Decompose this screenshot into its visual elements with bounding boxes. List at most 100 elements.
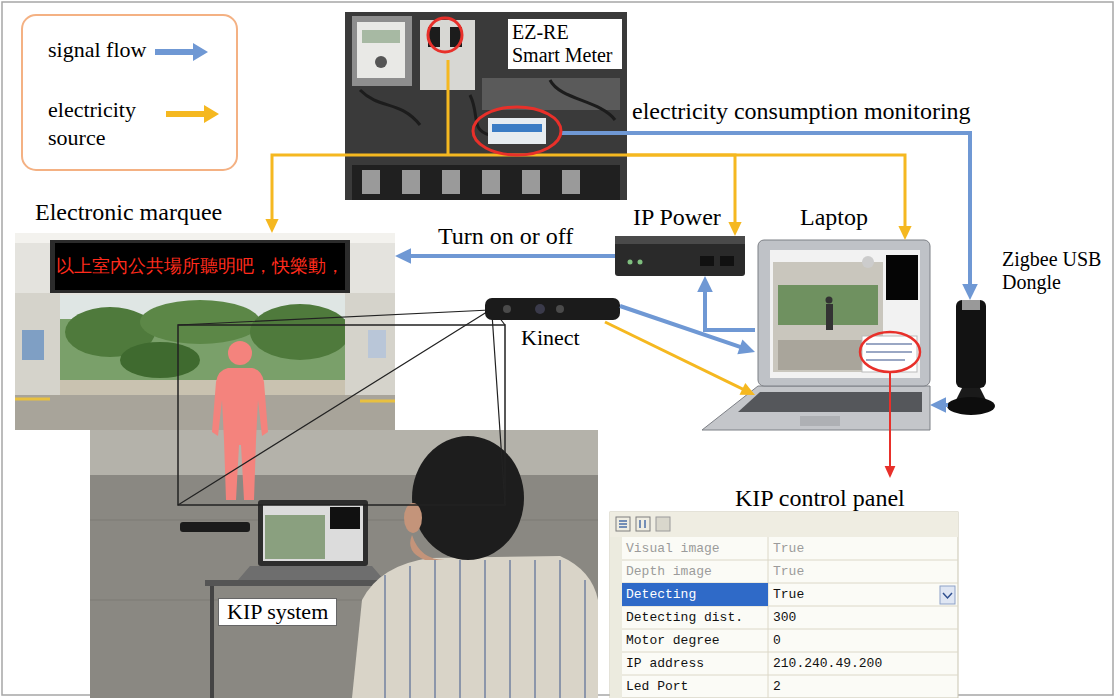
- property-value: True: [769, 537, 945, 560]
- kip-system-photo-art: [352, 556, 598, 698]
- device-heading: Electronic marquee: [35, 198, 222, 227]
- arrow-head: [395, 248, 411, 264]
- arrow-head: [885, 466, 896, 478]
- legend-box: [22, 15, 237, 170]
- connector: [605, 322, 755, 395]
- property-grid: [636, 517, 650, 531]
- smart-meter-photo-art: [473, 107, 561, 155]
- smart-meter-photo-art: [352, 165, 620, 200]
- connector: [627, 155, 742, 236]
- panel-heading: KIP control panel: [735, 484, 905, 513]
- kip-system-photo-art: [238, 566, 384, 580]
- property-name: Motor degree: [622, 629, 768, 652]
- smart-meter-photo-art: [522, 170, 540, 194]
- kip-system-photo-art: [90, 430, 598, 698]
- smart-meter-photo-art: [362, 170, 380, 194]
- device-heading: Zigbee USB Dongle: [1002, 248, 1108, 294]
- ip-power-art: [615, 236, 745, 244]
- property-grid: [656, 517, 670, 531]
- kinect-sensor: Kinect: [485, 298, 620, 322]
- arrow-head: [962, 284, 978, 300]
- property-value: 2: [769, 675, 945, 698]
- kip-system-photo-art: [412, 436, 524, 560]
- connector-line: [272, 155, 345, 220]
- property-value: True: [769, 583, 945, 606]
- kip-system-photo: KIP system: [90, 430, 598, 698]
- connector: [627, 133, 978, 300]
- laptop-art: [800, 416, 840, 426]
- person-silhouette: [228, 341, 252, 365]
- connector-line: [889, 430, 891, 467]
- legend-text: electricity source: [48, 96, 158, 151]
- property-value: True: [769, 560, 945, 583]
- connector: [395, 248, 615, 264]
- laptop-art: [889, 372, 891, 430]
- smart-meter-photo-art: [345, 12, 627, 200]
- arrow-head: [930, 397, 946, 413]
- device-heading: IP Power: [633, 203, 721, 232]
- kip-system-photo-art: [385, 560, 585, 698]
- kip-system-photo-art: [410, 535, 445, 560]
- laptop: Laptop: [755, 240, 930, 430]
- ip-power-art: [720, 256, 734, 266]
- smart-meter-photo-art: [492, 124, 542, 132]
- connector: [620, 306, 755, 354]
- kinect-view-frustum: [178, 310, 505, 505]
- kinect-art: [503, 305, 511, 313]
- marquee-photo-art: [15, 233, 395, 430]
- property-name: Depth image: [622, 560, 768, 583]
- arrow-head: [265, 219, 278, 233]
- legend-text: signal flow: [48, 36, 146, 64]
- laptop-art: [702, 240, 930, 430]
- kip-system-photo-art: [263, 505, 363, 561]
- property-grid: [622, 537, 958, 698]
- smart-meter-photo-art: [562, 170, 580, 194]
- smart-meter-photo-art: [442, 170, 460, 194]
- person-silhouette: [212, 368, 268, 500]
- connector-label: electricity consumption monitoring: [632, 97, 971, 126]
- legend-arrow: [155, 43, 208, 61]
- kip-system-photo-art: [404, 503, 422, 533]
- arrow-head: [697, 276, 713, 292]
- smart-meter-photo-art: [360, 80, 615, 135]
- device-heading: Laptop: [800, 203, 868, 232]
- marquee-photo-art: [15, 399, 395, 401]
- marquee-photo-art: [22, 330, 44, 360]
- smart-meter-photo-art: [488, 118, 546, 144]
- smart-meter-photo-art: [352, 16, 412, 86]
- kip-system-photo-art: [265, 515, 325, 559]
- ip-power-device: IP Power: [615, 236, 745, 276]
- smart-meter-photo-art: [402, 170, 420, 194]
- kip-system-photo-art: [90, 430, 598, 698]
- zigbee-dongle-art: [956, 300, 986, 388]
- property-grid: [610, 512, 958, 698]
- smart-meter-photo-art: [560, 131, 627, 135]
- property-grid: [610, 537, 622, 698]
- marquee-photo-art: [250, 304, 350, 360]
- kinect-view-frustum: [178, 325, 505, 505]
- laptop-art: [826, 304, 833, 330]
- zigbee-dongle-art: [947, 397, 995, 415]
- smart-meter-photo-art: [345, 60, 627, 155]
- property-grid: [940, 586, 955, 604]
- laptop-art: [826, 297, 833, 304]
- kinect-art: [535, 304, 545, 314]
- device-heading: Kinect: [521, 325, 580, 351]
- marquee-photo-art: [15, 233, 395, 430]
- arrow-head: [740, 383, 756, 395]
- arrow-head: [728, 222, 741, 236]
- property-grid: [619, 521, 627, 527]
- smart-meter-photo-art: [362, 30, 400, 43]
- connector: [697, 276, 755, 330]
- kinect-art: [556, 305, 564, 313]
- laptop-art: [886, 255, 918, 300]
- property-name: IP address: [622, 652, 768, 675]
- marquee-photo-art: [120, 342, 200, 378]
- kip-system-photo-art: [205, 580, 390, 586]
- arrow-head: [898, 226, 911, 240]
- kip-system-photo-art: [258, 500, 368, 566]
- connector: [930, 397, 948, 413]
- property-value: 210.240.49.200: [769, 652, 945, 675]
- laptop-art: [738, 392, 922, 412]
